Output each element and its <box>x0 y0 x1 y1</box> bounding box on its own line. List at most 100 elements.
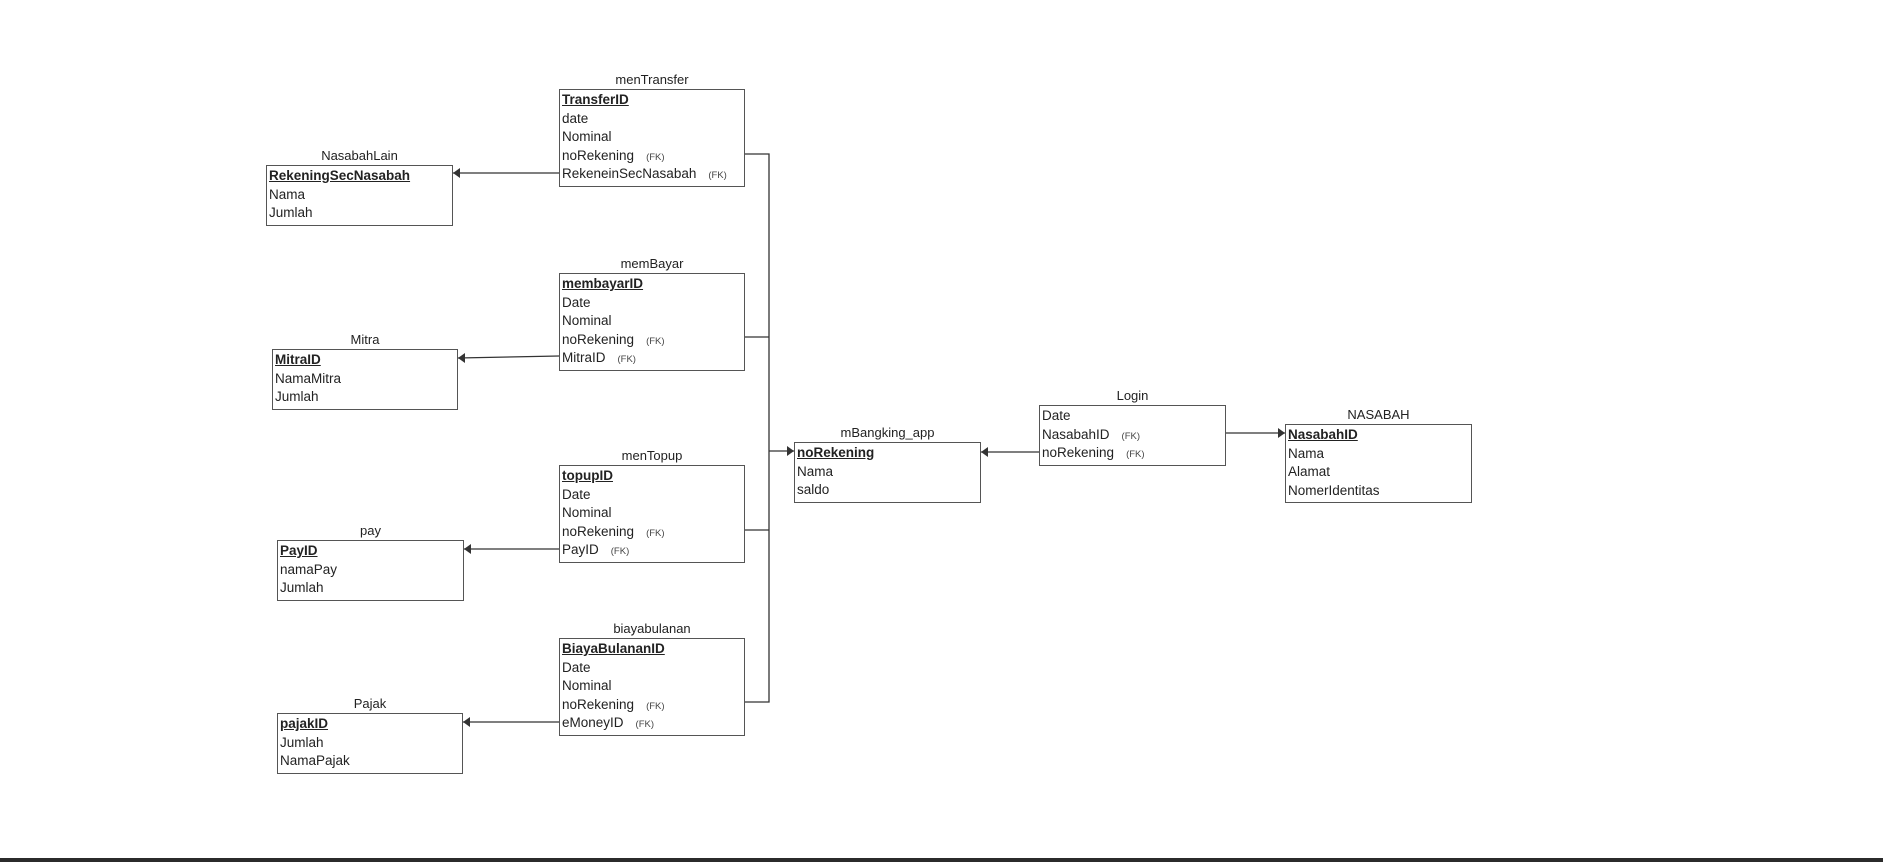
entity-title: NasabahLain <box>321 148 398 163</box>
attribute-name: NomerIdentitas <box>1288 482 1380 498</box>
attribute-name: date <box>562 110 589 126</box>
attribute: saldo <box>795 481 980 500</box>
attribute: noRekening (FK) <box>560 331 744 350</box>
foreign-key-marker: (FK) <box>646 527 665 539</box>
primary-key-attribute: PayID <box>278 542 463 561</box>
attribute: Nominal <box>560 504 744 523</box>
attribute-name: Date <box>562 294 591 310</box>
attribute: NamaMitra <box>273 370 457 389</box>
attribute: namaPay <box>278 561 463 580</box>
attribute-name: MitraID <box>562 350 606 366</box>
foreign-key-marker: (FK) <box>1121 430 1141 442</box>
foreign-key-marker: (FK) <box>646 335 665 347</box>
attribute: Jumlah <box>278 579 463 598</box>
attribute-name: RekeneinSecNasabah <box>562 166 697 182</box>
attribute-name: Date <box>562 659 591 675</box>
entity-title: menTransfer <box>615 72 689 87</box>
arrowhead-icon <box>981 447 988 457</box>
attribute-name: Nominal <box>562 129 612 145</box>
arrowhead-icon <box>464 544 471 554</box>
entity-title: Mitra <box>350 332 380 347</box>
attribute-name: noRekening <box>562 696 635 712</box>
attribute-name: NasabahID <box>1288 427 1358 442</box>
attribute-name: Date <box>1042 408 1071 423</box>
attribute: Date <box>560 294 744 313</box>
attribute: NasabahID (FK) <box>1040 426 1225 445</box>
attribute-name: noRekening <box>562 331 635 347</box>
attribute: PayID(FK) <box>560 541 744 560</box>
attribute-name: Alamat <box>1288 464 1331 480</box>
attribute-name: noRekening <box>562 523 635 539</box>
attribute-name: NamaPajak <box>280 753 350 769</box>
primary-key-attribute: pajakID <box>278 715 462 734</box>
primary-key-attribute: TransferID <box>560 91 744 110</box>
attribute: Nominal <box>560 312 744 331</box>
attribute-name: namaPay <box>280 561 338 577</box>
attribute-name: BiayaBulananID <box>562 641 665 656</box>
entity-title: Login <box>1116 388 1149 403</box>
attribute: Date <box>560 486 744 505</box>
attribute: noRekening (FK) <box>560 523 744 542</box>
foreign-key-marker: (FK) <box>617 354 636 366</box>
arrowhead-icon <box>1278 428 1285 438</box>
entity-title: menTopup <box>621 448 683 463</box>
relationship-line-membayar-mitra <box>457 355 560 359</box>
attribute: Jumlah <box>267 204 452 223</box>
bottom-border-bar <box>0 858 1883 862</box>
attribute-name: MitraID <box>275 352 321 367</box>
foreign-key-marker: (FK) <box>646 700 665 712</box>
attribute: noRekening (FK) <box>560 696 744 715</box>
attribute-name: noRekening <box>797 445 875 460</box>
attribute-name: Nominal <box>562 505 612 521</box>
entity-title: NASABAH <box>1347 407 1410 422</box>
attribute: date <box>560 110 744 129</box>
entity-title: memBayar <box>620 256 684 271</box>
attribute-name: RekeningSecNasabah <box>269 168 411 183</box>
foreign-key-marker: (FK) <box>646 151 665 163</box>
arrowhead-icon <box>458 353 465 363</box>
attribute: NomerIdentitas <box>1286 482 1471 501</box>
attribute-name: NasabahID <box>1042 426 1110 442</box>
attribute: noRekening(FK) <box>560 147 744 166</box>
attribute: Date <box>1040 407 1225 426</box>
primary-key-attribute: NasabahID <box>1286 426 1471 445</box>
attribute-name: Jumlah <box>269 205 313 221</box>
attribute-name: topupID <box>562 468 613 483</box>
attribute-name: TransferID <box>562 92 629 107</box>
primary-key-attribute: RekeningSecNasabah <box>267 167 452 186</box>
primary-key-attribute: membayarID <box>560 275 744 294</box>
attribute-name: eMoneyID <box>562 715 624 731</box>
attribute-name: PayID <box>562 542 599 558</box>
entity-title: biayabulanan <box>613 621 691 636</box>
attribute-name: Date <box>562 486 591 502</box>
attribute-name: Nama <box>269 186 306 202</box>
attribute: Nama <box>795 463 980 482</box>
attribute-name: NamaMitra <box>275 370 342 386</box>
attribute: noRekening(FK) <box>1040 444 1225 463</box>
attribute-name: PayID <box>280 543 318 558</box>
arrowhead-icon <box>787 446 794 456</box>
attribute-name: saldo <box>797 482 830 498</box>
primary-key-attribute: topupID <box>560 467 744 486</box>
